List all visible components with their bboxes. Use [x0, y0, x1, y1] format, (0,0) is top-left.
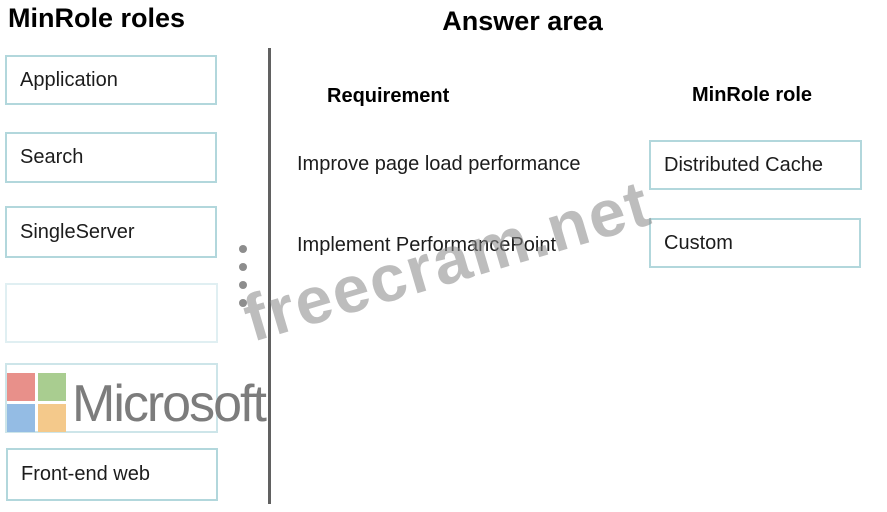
role-option-singleserver[interactable]: SingleServer	[5, 206, 217, 258]
drag-handle-dots-icon[interactable]	[239, 245, 248, 308]
answer-box-custom[interactable]: Custom	[649, 218, 861, 268]
logo-square-orange	[38, 404, 66, 432]
answer-box-distributed-cache[interactable]: Distributed Cache	[649, 140, 862, 190]
grip-dot-icon	[239, 281, 247, 289]
site-watermark: freecram.net	[235, 165, 660, 356]
vertical-divider	[268, 48, 271, 504]
role-option-application[interactable]: Application	[5, 55, 217, 105]
answer-area-title: Answer area	[442, 6, 603, 36]
grip-dot-icon	[239, 299, 247, 307]
role-option-frontend-web[interactable]: Front-end web	[6, 448, 218, 501]
logo-square-blue	[7, 404, 35, 432]
column-header-requirement: Requirement	[327, 85, 450, 107]
role-option-search[interactable]: Search	[5, 132, 217, 183]
column-header-minrole-role: MinRole role	[692, 84, 813, 106]
grip-dot-icon	[239, 263, 247, 271]
requirement-label-performancepoint: Implement PerformancePoint	[297, 234, 557, 256]
logo-square-red	[7, 373, 35, 401]
logo-square-green	[38, 373, 66, 401]
role-option-empty-slot-1[interactable]	[5, 283, 218, 343]
grip-dot-icon	[239, 245, 247, 253]
microsoft-logo-icon	[7, 373, 66, 432]
requirement-label-page-load: Improve page load performance	[297, 153, 581, 175]
microsoft-wordmark: Microsoft	[72, 375, 267, 433]
microsoft-logo: Microsoft	[7, 373, 267, 432]
source-list-title: MinRole roles	[8, 3, 186, 33]
